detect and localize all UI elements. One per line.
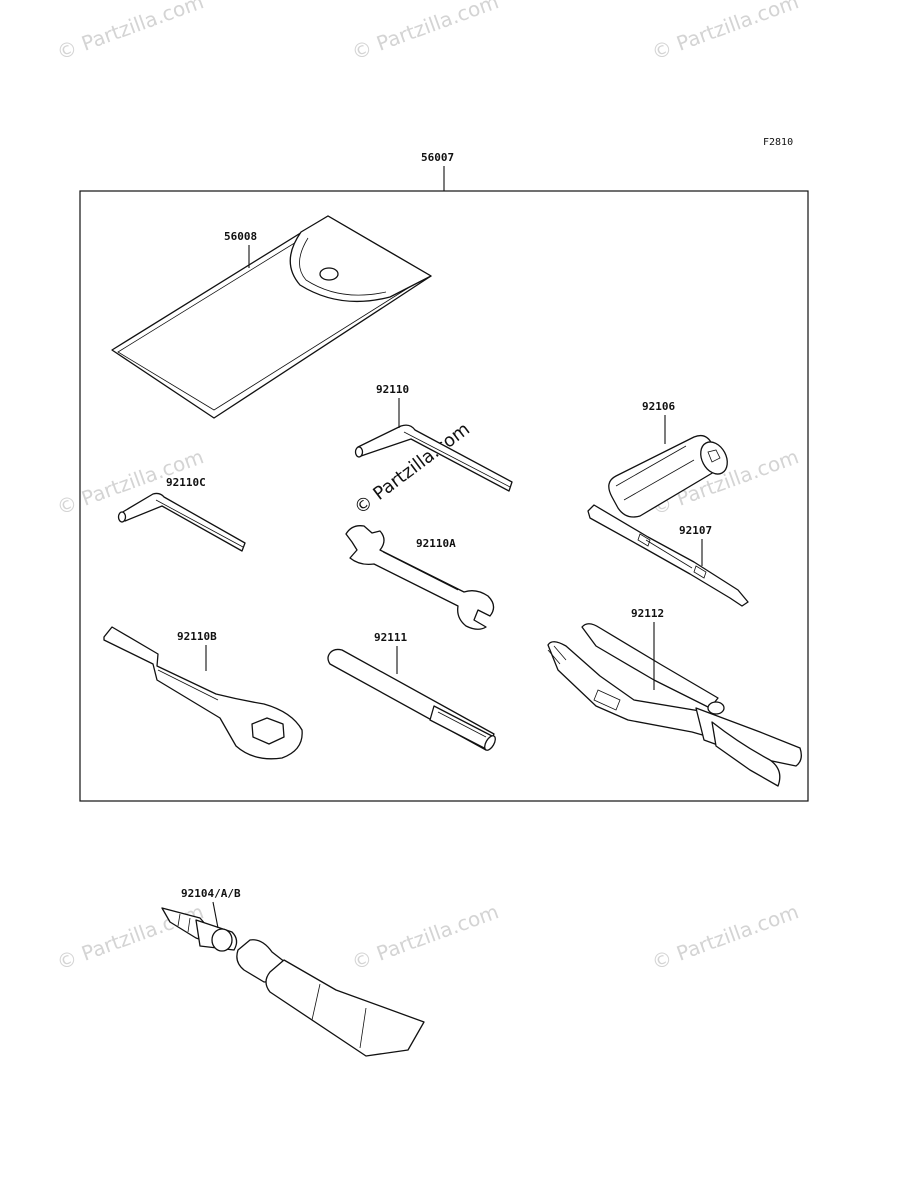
ring-wrench-part bbox=[103, 626, 303, 760]
part-label-open-wrench: 92110A bbox=[416, 537, 456, 550]
leader-grease-tube bbox=[212, 901, 219, 929]
hex-wrench-c-part bbox=[117, 492, 246, 552]
watermark: © Partzilla.com bbox=[649, 0, 802, 65]
grease-tube-part bbox=[161, 907, 425, 1057]
watermark: © Partzilla.com bbox=[349, 899, 502, 974]
assembly-label: 56007 bbox=[421, 151, 454, 164]
watermark: © Partzilla.com bbox=[54, 0, 207, 65]
part-label-plug-wrench: 92106 bbox=[642, 400, 675, 413]
part-label-screwdriver: 92107 bbox=[679, 524, 712, 537]
part-label-hex-wrench-c: 92110C bbox=[166, 476, 206, 489]
part-label-hex-wrench: 92110 bbox=[376, 383, 409, 396]
part-label-handle-bar: 92111 bbox=[374, 631, 407, 644]
hex-wrench-part bbox=[354, 424, 513, 492]
screwdriver-part bbox=[587, 504, 749, 607]
plug-wrench-part bbox=[608, 434, 728, 518]
watermark: © Partzilla.com bbox=[54, 899, 207, 974]
part-label-ring-wrench: 92110B bbox=[177, 630, 217, 643]
pliers-part bbox=[547, 623, 802, 787]
figure-code: F2810 bbox=[763, 137, 793, 148]
watermark: © Partzilla.com bbox=[649, 899, 802, 974]
open-wrench-part bbox=[345, 525, 495, 630]
watermark: © Partzilla.com bbox=[349, 0, 502, 65]
part-label-pouch: 56008 bbox=[224, 230, 257, 243]
pouch-part bbox=[111, 215, 432, 419]
part-label-grease-tube: 92104/A/B bbox=[181, 887, 241, 900]
part-label-pliers: 92112 bbox=[631, 607, 664, 620]
handle-bar-part bbox=[327, 648, 496, 751]
tool-kit-frame bbox=[79, 190, 809, 802]
